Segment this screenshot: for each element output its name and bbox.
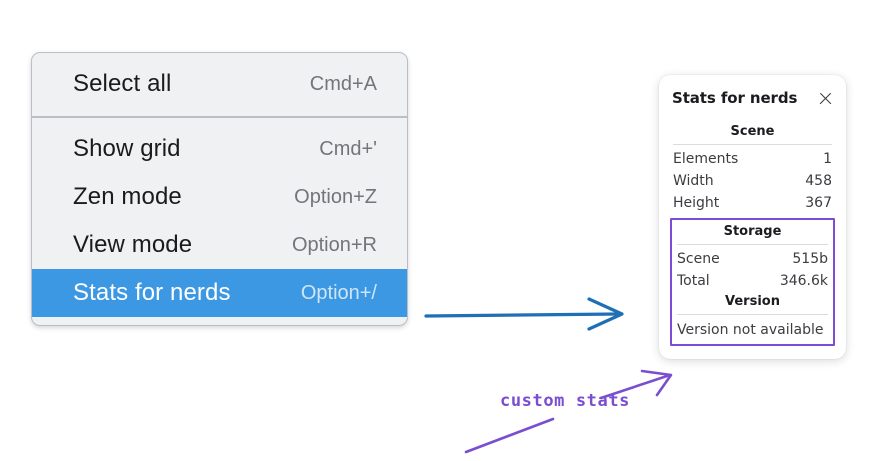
menu-item-show-grid[interactable]: Show grid Cmd+' bbox=[32, 125, 407, 173]
custom-stats-annotation-label: custom stats bbox=[500, 391, 631, 411]
menu-section-secondary: Show grid Cmd+' Zen mode Option+Z View m… bbox=[32, 118, 407, 325]
stat-label: Width bbox=[673, 173, 714, 189]
section-divider bbox=[677, 244, 828, 245]
storage-section: Storage Scene 515b Total 346.6k bbox=[675, 222, 830, 292]
menu-item-label: Zen mode bbox=[73, 183, 182, 210]
menu-item-select-all[interactable]: Select all Cmd+A bbox=[32, 60, 407, 108]
menu-item-label: Show grid bbox=[73, 135, 181, 162]
blue-arrow-annotation bbox=[424, 297, 624, 331]
menu-item-shortcut: Option+/ bbox=[300, 281, 377, 304]
menu-item-stats-for-nerds[interactable]: Stats for nerds Option+/ bbox=[32, 269, 407, 317]
menu-item-zen-mode[interactable]: Zen mode Option+Z bbox=[32, 173, 407, 221]
menu-item-shortcut: Cmd+A bbox=[309, 72, 377, 95]
storage-section-heading: Storage bbox=[723, 224, 782, 239]
menu-item-shortcut: Cmd+' bbox=[319, 137, 377, 160]
scene-section-heading: Scene bbox=[730, 124, 775, 139]
stat-value: 458 bbox=[805, 173, 832, 189]
stat-row-width: Width 458 bbox=[671, 170, 834, 192]
custom-stats-highlight-box: Storage Scene 515b Total 346.6k Version … bbox=[670, 218, 835, 346]
stat-label: Scene bbox=[677, 251, 720, 267]
stat-value: 346.6k bbox=[779, 273, 828, 289]
stat-value: 367 bbox=[805, 195, 832, 211]
menu-divider bbox=[32, 116, 407, 118]
stat-label: Total bbox=[677, 273, 710, 289]
stat-row-height: Height 367 bbox=[671, 192, 834, 214]
menu-item-label: View mode bbox=[73, 231, 193, 258]
section-divider bbox=[673, 144, 832, 145]
context-menu[interactable]: Select all Cmd+A Show grid Cmd+' Zen mod… bbox=[31, 52, 408, 326]
stat-label: Height bbox=[673, 195, 720, 211]
purple-underline-annotation bbox=[464, 417, 555, 454]
version-section: Version Version not available bbox=[675, 292, 830, 339]
stats-panel-header: Stats for nerds bbox=[671, 87, 834, 107]
stat-value: 1 bbox=[823, 151, 832, 167]
menu-item-label: Stats for nerds bbox=[73, 279, 231, 306]
menu-item-shortcut: Option+R bbox=[291, 233, 377, 256]
stat-row-storage-total: Total 346.6k bbox=[675, 270, 830, 292]
stat-value: 515b bbox=[792, 251, 828, 267]
section-divider bbox=[677, 314, 828, 315]
stat-label: Elements bbox=[673, 151, 739, 167]
stats-panel-title: Stats for nerds bbox=[672, 89, 798, 107]
menu-section-primary: Select all Cmd+A bbox=[32, 53, 407, 116]
version-section-heading: Version bbox=[725, 294, 780, 309]
menu-item-shortcut: Option+Z bbox=[294, 185, 377, 208]
stats-for-nerds-panel: Stats for nerds Scene Elements 1 Width 4… bbox=[659, 75, 846, 359]
close-icon[interactable] bbox=[818, 91, 833, 106]
stat-row-elements: Elements 1 bbox=[671, 148, 834, 170]
stat-row-storage-scene: Scene 515b bbox=[675, 248, 830, 270]
menu-item-view-mode[interactable]: View mode Option+R bbox=[32, 221, 407, 269]
menu-item-label: Select all bbox=[73, 70, 172, 97]
scene-section: Scene Elements 1 Width 458 Height 367 bbox=[671, 123, 834, 214]
version-value: Version not available bbox=[677, 322, 824, 338]
